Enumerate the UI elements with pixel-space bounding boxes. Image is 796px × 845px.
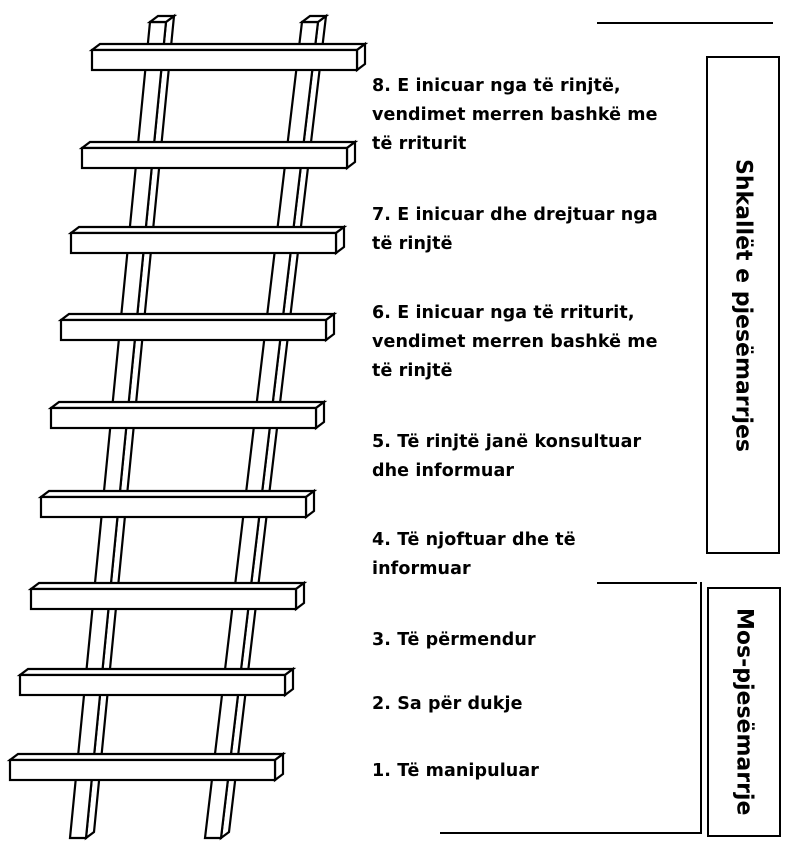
step-label-6: 6. E inicuar nga të rriturit, vendimet m… <box>372 299 702 386</box>
rung-side-face <box>275 754 283 780</box>
rung-front-face <box>10 760 275 780</box>
rung-side-face <box>306 491 314 517</box>
non-participation-group-label: Mos-pjesëmarrje <box>709 589 779 835</box>
rung-side-face <box>285 669 293 695</box>
rung-side-face <box>357 44 365 70</box>
step-label-3: 3. Të përmendur <box>372 626 702 655</box>
participation-group-box: Shkallët e pjesëmarrjes <box>706 56 780 554</box>
rung-front-face <box>61 320 326 340</box>
step-label-2: 2. Sa për dukje <box>372 690 702 719</box>
step-label-1: 1. Të manipuluar <box>372 757 702 786</box>
rung-front-face <box>31 589 296 609</box>
step-label-8: 8. E inicuar nga të rinjtë, vendimet mer… <box>372 72 702 159</box>
rung-side-face <box>347 142 355 168</box>
group-bracket-line <box>700 582 702 834</box>
ladder-rung <box>41 491 314 517</box>
step-label-5: 5. Të rinjtë janë konsultuar dhe informu… <box>372 428 702 486</box>
ladder-rung <box>31 583 304 609</box>
rung-side-face <box>336 227 344 253</box>
rung-front-face <box>20 675 285 695</box>
rung-front-face <box>92 50 357 70</box>
participation-group-label: Shkallët e pjesëmarrjes <box>708 58 778 552</box>
ladder-illustration <box>0 0 370 845</box>
ladder-rung <box>61 314 334 340</box>
step-label-4: 4. Të njoftuar dhe të informuar <box>372 526 702 584</box>
ladder-rung <box>82 142 355 168</box>
rung-front-face <box>41 497 306 517</box>
ladder-rung <box>71 227 344 253</box>
rung-front-face <box>82 148 347 168</box>
rung-front-face <box>71 233 336 253</box>
top-divider-line <box>597 22 773 24</box>
ladder-rungs <box>10 44 365 780</box>
bottom-divider-line <box>440 832 702 834</box>
rung-side-face <box>296 583 304 609</box>
middle-divider-line <box>597 582 697 584</box>
non-participation-group-box: Mos-pjesëmarrje <box>707 587 781 837</box>
rung-side-face <box>316 402 324 428</box>
ladder-rung <box>10 754 283 780</box>
step-label-7: 7. E inicuar dhe drejtuar nga të rinjtë <box>372 201 702 259</box>
ladder-rung <box>20 669 293 695</box>
ladder-rung <box>92 44 365 70</box>
ladder-rung <box>51 402 324 428</box>
rung-front-face <box>51 408 316 428</box>
rung-side-face <box>326 314 334 340</box>
